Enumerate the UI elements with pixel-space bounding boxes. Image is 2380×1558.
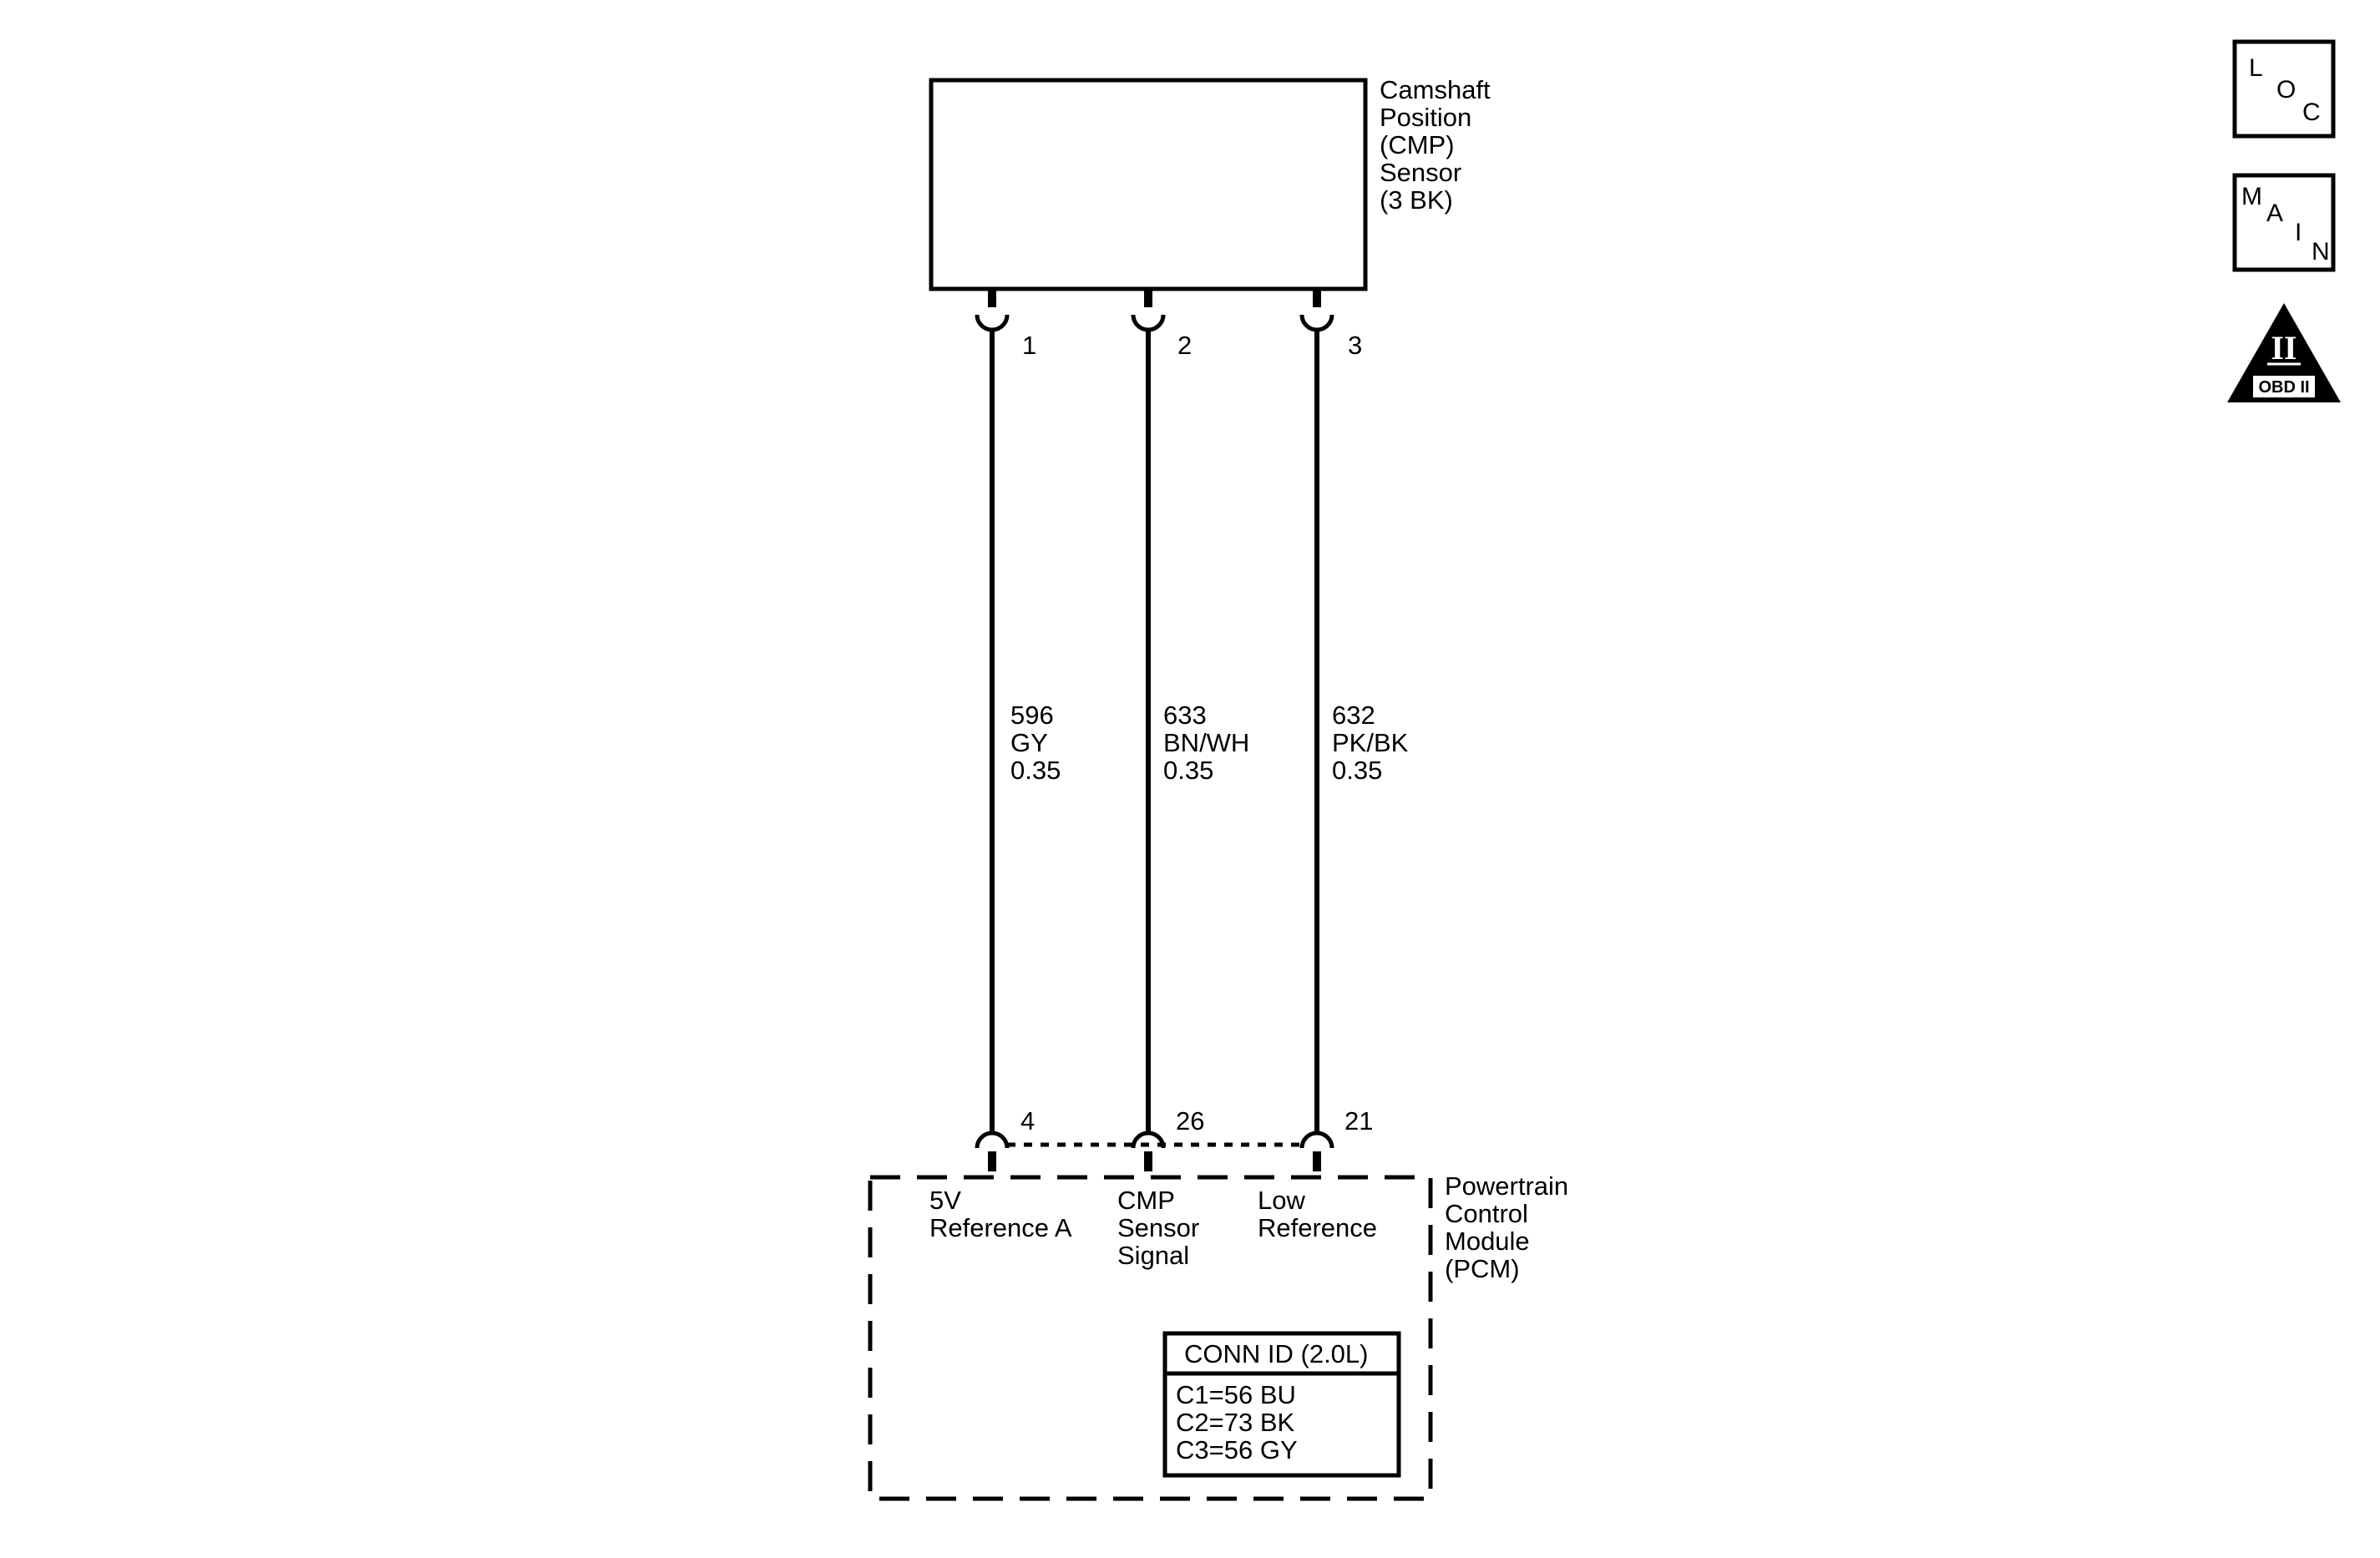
pcm-function-low-reference: Low Reference [1258,1186,1377,1242]
pcm-connector-4 [975,1131,1010,1149]
conn-id-row-c3: C3=56 GY [1176,1435,1298,1464]
sensor-pin-1: 1 [1022,331,1036,360]
pcm-label: Powertrain Control Module (PCM) [1445,1171,1576,1283]
pcm-box [868,1175,1433,1501]
pcm-pin-21: 21 [1344,1106,1373,1136]
svg-text:OBD II: OBD II [2258,378,2309,397]
pcm-terminal-21 [1313,1151,1321,1171]
pcm-pin-4: 4 [1020,1106,1035,1136]
circuit-632 [1299,289,1334,1171]
sensor-terminal-1 [988,289,996,307]
circuit-633 [1131,289,1166,1171]
conn-id-border [1162,1331,1401,1478]
svg-text:N: N [2312,238,2330,266]
pcm-terminal-26 [1144,1151,1152,1171]
pcm-terminal-4 [988,1151,996,1171]
svg-text:C: C [2302,99,2321,126]
circuit-596 [975,289,1010,1171]
svg-text:O: O [2276,76,2296,104]
pcm-function-5v-reference-a: 5V Reference A [929,1186,1072,1242]
conn-id-title: CONN ID (2.0L) [1184,1339,1368,1368]
svg-text:A: A [2266,200,2283,227]
pcm-connector-26 [1131,1131,1166,1149]
wire-label-596: 596 GY 0.35 [1010,701,1061,785]
sensor-pin-3: 3 [1348,331,1362,360]
wire-label-633: 633 BN/WH 0.35 [1163,701,1257,785]
sensor-connector-1 [975,314,1010,332]
sensor-terminal-2 [1144,289,1152,307]
main-icon[interactable]: M A I N [2232,173,2336,272]
sensor-label: Camshaft Position (CMP) Sensor (3 BK) [1380,75,1497,215]
sensor-terminal-3 [1313,289,1321,307]
svg-text:II: II [2271,329,2296,367]
sensor-connector-2 [1131,314,1166,332]
svg-text:I: I [2295,219,2302,246]
svg-text:M: M [2241,183,2262,210]
loc-icon[interactable]: L O C [2232,39,2336,139]
pcm-connector-21 [1299,1131,1334,1149]
svg-text:L: L [2249,54,2263,82]
conn-id-row-c1: C1=56 BU [1176,1380,1296,1409]
cmp-sensor-box [929,78,1368,291]
conn-id-row-c2: C2=73 BK [1176,1408,1295,1437]
sensor-pin-2: 2 [1177,331,1192,360]
wire-label-632: 632 PK/BK 0.35 [1332,701,1415,785]
pcm-function-cmp-sensor-signal: CMP Sensor Signal [1117,1186,1207,1270]
obd-ii-icon[interactable]: II OBD II [2227,303,2341,402]
pcm-pin-26: 26 [1176,1106,1204,1136]
sensor-connector-3 [1299,314,1334,332]
conn-id-table: CONN ID (2.0L) C1=56 BU C2=73 BK C3=56 G… [1162,1331,1401,1478]
